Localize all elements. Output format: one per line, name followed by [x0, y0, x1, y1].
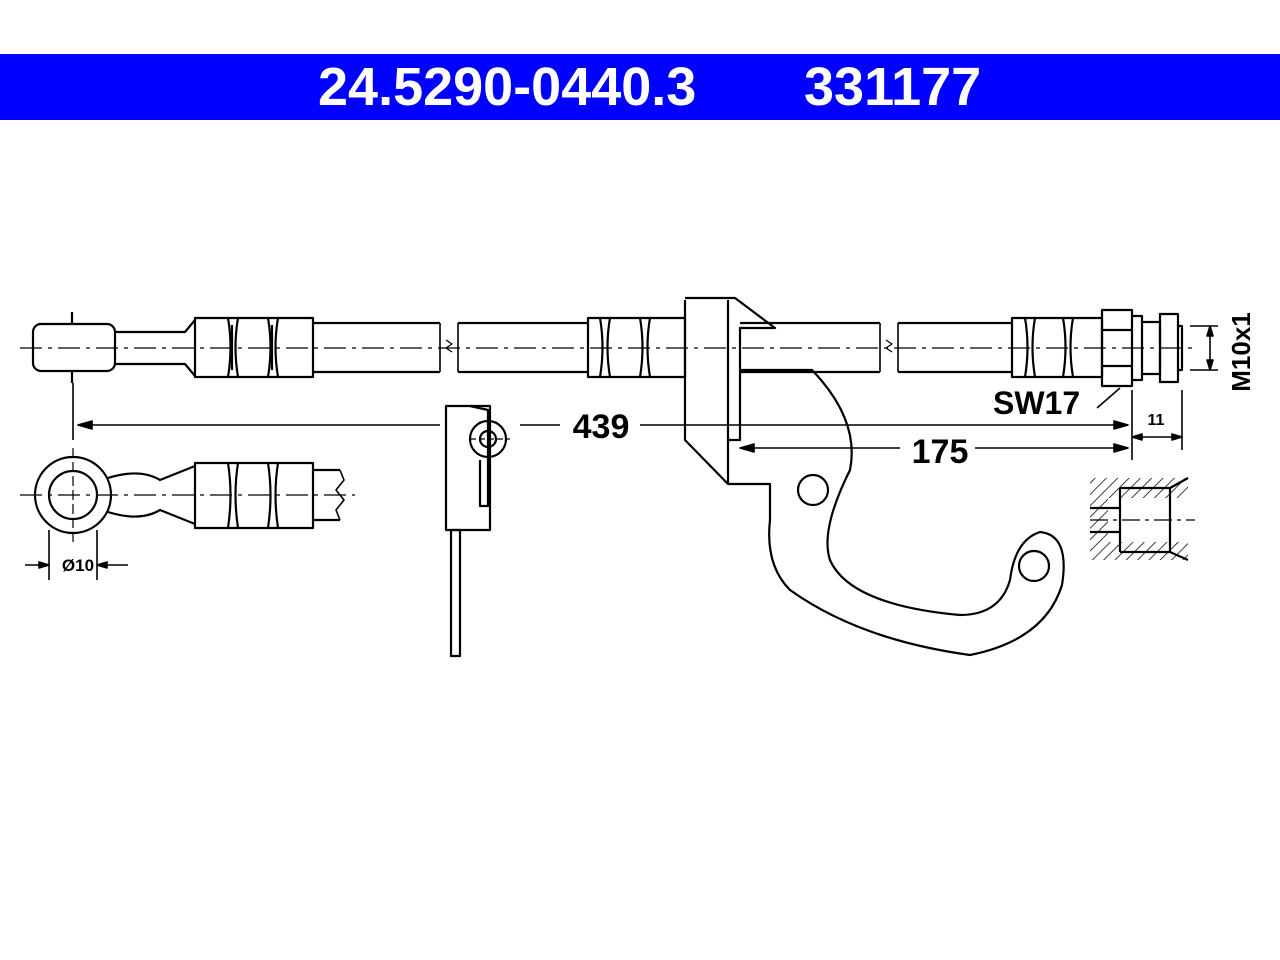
dim-total-length: 439 — [573, 408, 630, 446]
banjo-top-view — [20, 448, 355, 542]
mounting-bracket — [683, 296, 1065, 657]
dimension-lines — [25, 325, 1218, 580]
hose-side-view — [20, 308, 1195, 388]
reference-number: 331177 — [804, 57, 982, 117]
dim-wrench-size: SW17 — [993, 385, 1080, 421]
dim-thread-spec: M10x1 — [1226, 312, 1256, 392]
dim-thread-length: 11 — [1148, 412, 1165, 429]
crimp-fitting-left — [193, 316, 315, 379]
port-section-detail — [1090, 477, 1195, 562]
hose-clip — [444, 404, 510, 658]
dim-bracket-offset: 175 — [912, 433, 969, 471]
dim-banjo-diameter: Ø10 — [62, 556, 94, 575]
header-banner: 24.5290-0440.3 331177 — [0, 54, 1280, 120]
part-number: 24.5290-0440.3 — [318, 57, 697, 117]
